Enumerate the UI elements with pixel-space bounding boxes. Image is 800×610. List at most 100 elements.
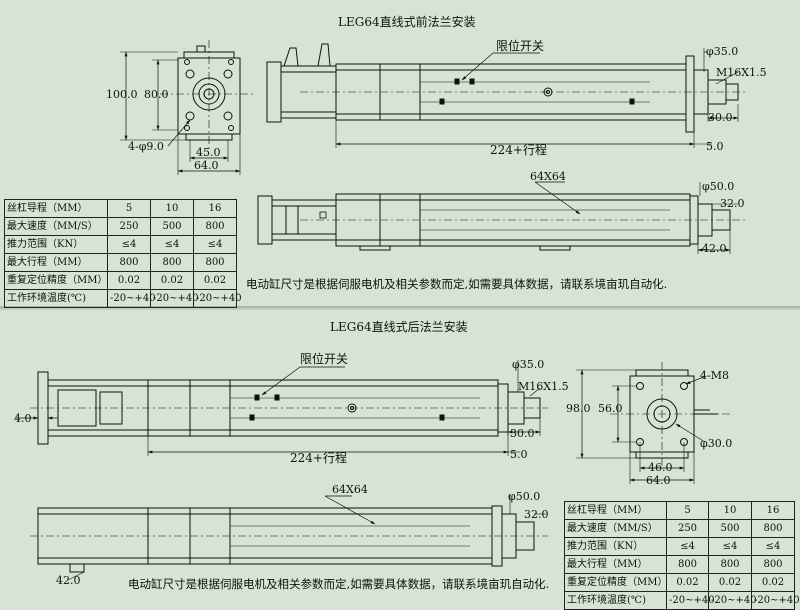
- spec-row-label: 最大速度（MM/S）: [564, 519, 667, 538]
- label-s2-stroke: 224+行程: [290, 450, 347, 465]
- spec-row-label: 重复定位精度（MM）: [4, 271, 108, 290]
- spec-row-value: 16: [751, 501, 795, 520]
- rear-side-view: [16, 360, 548, 456]
- label-s2-rod-len: 30.0: [510, 427, 535, 440]
- spec-row-value: 800: [708, 555, 752, 574]
- label-s1-profile: 64X64: [530, 170, 566, 183]
- spec-row-value: -20~+40: [708, 591, 757, 610]
- label-s2-end-gap: 5.0: [510, 448, 528, 461]
- spec-row-value: 500: [150, 217, 194, 236]
- label-s2-bore-dia: φ30.0: [700, 437, 732, 450]
- spec-row-value: 10: [150, 199, 194, 218]
- spec-row-value: 0.02: [150, 271, 194, 290]
- label-s1-limit-switch: 限位开关: [496, 38, 544, 53]
- dimension-labels: 100.0 80.0 4-φ9.0 45.0 64.0 限位开关 224+行程 …: [14, 38, 767, 587]
- spec-row-value: 5: [107, 199, 151, 218]
- label-s1-hole-dia: 4-φ9.0: [128, 140, 164, 153]
- spec-row-value: 5: [666, 501, 709, 520]
- label-s1-thread: M16X1.5: [716, 66, 767, 79]
- section-1-note: 电动缸尺寸是根据伺服电机及相关参数而定,如需要具体数据，请联系境亩玑自动化.: [246, 277, 668, 291]
- front-top-view: [257, 181, 745, 254]
- label-s2-limit-switch: 限位开关: [300, 351, 348, 366]
- spec-row-value: 0.02: [708, 573, 752, 592]
- label-s1-body-dia: φ50.0: [702, 180, 734, 193]
- spec-row-value: ≤4: [666, 537, 709, 556]
- label-s1-rod-len: 30.0: [708, 111, 733, 124]
- label-s1-end-gap: 5.0: [706, 140, 724, 153]
- spec-row-label: 工作环境温度(℃): [4, 289, 108, 308]
- spec-row-value: 500: [708, 519, 752, 538]
- spec-row-value: -20~+40: [666, 591, 715, 610]
- spec-row-label: 重复定位精度（MM）: [564, 573, 667, 592]
- label-s2-body-len: 32.0: [524, 508, 549, 521]
- spec-row-value: 800: [107, 253, 151, 272]
- spec-row: 工作环境温度(℃)-20~+40-20~+40-20~+40: [564, 591, 800, 610]
- spec-row: 推力范围（KN）≤4≤4≤4: [564, 537, 795, 556]
- spec-row-value: 250: [107, 217, 151, 236]
- label-s2-hole-pitch: 46.0: [648, 461, 673, 474]
- spec-row-value: ≤4: [708, 537, 752, 556]
- spec-row-value: 800: [751, 555, 795, 574]
- label-s1-stroke: 224+行程: [490, 142, 547, 157]
- label-s1-body-len: 32.0: [720, 197, 745, 210]
- label-s2-flange-width: 64.0: [646, 474, 671, 487]
- spec-row-label: 工作环境温度(℃): [564, 591, 667, 610]
- spec-row-label: 推力范围（KN）: [564, 537, 667, 556]
- label-s2-thread: M16X1.5: [518, 380, 569, 393]
- label-s1-rod-dia: φ35.0: [706, 45, 738, 58]
- spec-row-label: 推力范围（KN）: [4, 235, 108, 254]
- spec-row-value: 800: [193, 253, 237, 272]
- spec-row-label: 最大速度（MM/S）: [4, 217, 108, 236]
- label-s2-left-gap: 4.0: [14, 412, 32, 425]
- spec-row-value: 0.02: [751, 573, 795, 592]
- label-s2-flange-height: 98.0: [566, 402, 591, 415]
- spec-row: 推力范围（KN）≤4≤4≤4: [4, 235, 237, 254]
- spec-row-value: ≤4: [150, 235, 194, 254]
- spec-row-value: 16: [193, 199, 237, 218]
- spec-row-value: 0.02: [666, 573, 709, 592]
- label-s1-flange-width: 64.0: [194, 159, 219, 172]
- label-s2-profile: 64X64: [332, 483, 368, 496]
- label-s2-rod-dia: φ35.0: [512, 358, 544, 371]
- spec-row-label: 丝杠导程（MM）: [4, 199, 108, 218]
- spec-row: 工作环境温度(℃)-20~+40-20~+40-20~+40: [4, 289, 242, 308]
- section-1-title: LEG64直线式前法兰安装: [338, 15, 476, 29]
- spec-row-value: 800: [751, 519, 795, 538]
- spec-row-value: 800: [666, 555, 709, 574]
- spec-row-label: 最大行程（MM）: [564, 555, 667, 574]
- spec-row-value: 800: [193, 217, 237, 236]
- spec-row-value: -20~+40: [751, 591, 800, 610]
- label-s1-flange-height: 100.0: [106, 88, 138, 101]
- section-2-title: LEG64直线式后法兰安装: [330, 320, 468, 334]
- label-s2-hole-spec: 4-M8: [700, 369, 729, 382]
- rear-top-view: [30, 494, 548, 581]
- spec-row-value: 0.02: [193, 271, 237, 290]
- spec-row-label: 丝杠导程（MM）: [564, 501, 667, 520]
- spec-row-value: -20~+40: [193, 289, 242, 308]
- spec-row-value: ≤4: [107, 235, 151, 254]
- spec-row-value: 0.02: [107, 271, 151, 290]
- spec-row-label: 最大行程（MM）: [4, 253, 108, 272]
- spec-row-value: ≤4: [193, 235, 237, 254]
- spec-row-value: 250: [666, 519, 709, 538]
- label-s1-flange-inner: 80.0: [144, 88, 169, 101]
- spec-row-value: 800: [150, 253, 194, 272]
- label-s1-hole-pitch: 45.0: [196, 146, 221, 159]
- section-2-note: 电动缸尺寸是根据伺服电机及相关参数而定,如需要具体数据，请联系境亩玑自动化.: [128, 577, 550, 591]
- spec-row-value: 10: [708, 501, 752, 520]
- spec-row-value: ≤4: [751, 537, 795, 556]
- label-s2-flange-inner: 56.0: [598, 402, 623, 415]
- front-side-view: [266, 43, 745, 148]
- label-s2-end-len: 42.0: [56, 574, 81, 587]
- label-s2-body-dia: φ50.0: [508, 490, 540, 503]
